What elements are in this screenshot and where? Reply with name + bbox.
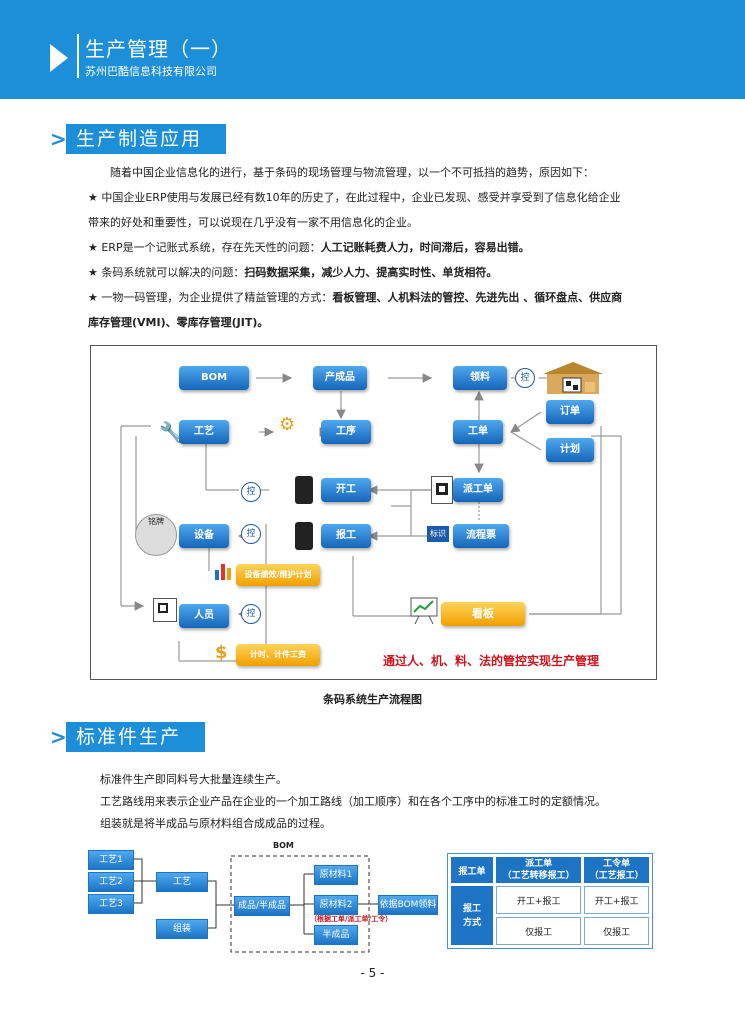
craft-3-box: 工艺3 bbox=[88, 894, 134, 914]
bullet-4-text: ★ 一物一码管理，为企业提供了精益管理的方式： bbox=[88, 291, 333, 304]
nameplate-icon: 铭牌 bbox=[135, 514, 177, 556]
table-header: 报工单 bbox=[451, 857, 493, 883]
section-title-manufacturing: > 生产制造应用 bbox=[50, 124, 235, 154]
bullet-1b: 带来的好处和重要性，可以说现在几乎没有一家不用信息化的企业。 bbox=[88, 216, 418, 229]
bullet-4b-strong: 库存管理(VMI)、零库存管理(JIT)。 bbox=[88, 316, 269, 329]
node-pick: 领料 bbox=[453, 366, 507, 390]
node-workorder: 工单 bbox=[453, 420, 503, 444]
node-start: 开工 bbox=[321, 478, 371, 502]
node-plan: 计划 bbox=[546, 438, 594, 462]
barcode-flow-diagram: BOM 产成品 领料 控 订单 计划 🔧 工艺 ⚙ 工序 工单 控 开工 派工单… bbox=[90, 345, 657, 680]
std-line-3: 组装就是将半成品与原材料组合成成品的过程。 bbox=[100, 817, 331, 830]
craft-1-box: 工艺1 bbox=[88, 850, 134, 870]
intro-paragraphs: 随着中国企业信息化的进行，基于条码的现场管理与物流管理，以一个不可抵挡的趋势，原… bbox=[88, 160, 668, 335]
node-order: 订单 bbox=[546, 400, 594, 424]
control-badge: 控 bbox=[241, 482, 261, 502]
staff-card-icon bbox=[153, 598, 177, 622]
header-triangle-icon bbox=[50, 44, 68, 72]
header-line: 派工单 bbox=[525, 859, 553, 869]
page-number: - 5 - bbox=[360, 966, 385, 980]
section-title-text: 标准件生产 bbox=[66, 722, 206, 752]
node-staff: 人员 bbox=[179, 604, 229, 628]
gears-icon: ⚙ bbox=[279, 414, 296, 435]
bullet-3: ★ 条码系统就可以解决的问题：扫码数据采集，减少人力、提高实时性、单货相符。 bbox=[88, 260, 668, 285]
control-badge: 控 bbox=[241, 604, 261, 624]
std-line-2: 工艺路线用来表示企业产品在企业的一个加工路线（加工顺序）和在各个工序中的标准工时… bbox=[100, 795, 606, 808]
tag-icon: 标识 bbox=[427, 526, 449, 542]
bullet-1a: ★ 中国企业ERP使用与发展已经有数10年的历史了，在此过程中，企业已发现、感受… bbox=[88, 191, 621, 204]
node-ticket: 流程票 bbox=[453, 524, 509, 548]
node-process: 工序 bbox=[321, 420, 371, 444]
bullet-3-strong: 扫码数据采集，减少人力、提高实时性、单货相符。 bbox=[244, 266, 498, 279]
craft-2-box: 工艺2 bbox=[88, 872, 134, 892]
bullet-2-strong: 人工记账耗费人力，时间滞后，容易出错。 bbox=[320, 241, 530, 254]
routing-note: （根据工单/派工单/工令） bbox=[310, 915, 393, 923]
semi-product-box: 成品/半成品 bbox=[234, 896, 290, 916]
node-equip: 设备 bbox=[179, 524, 229, 548]
header-divider bbox=[77, 34, 79, 78]
assembly-box: 组装 bbox=[156, 919, 208, 939]
section-title-text: 生产制造应用 bbox=[66, 124, 227, 154]
table-header: 工令单 （工艺报工） bbox=[584, 857, 649, 883]
row-header-line: 报工 bbox=[462, 903, 481, 914]
standard-paragraphs: 标准件生产即同料号大批量连续生产。 工艺路线用来表示企业产品在企业的一个加工路线… bbox=[100, 769, 680, 835]
bar-chart-icon bbox=[213, 560, 235, 580]
control-badge: 控 bbox=[515, 368, 535, 388]
header-line: （工艺报工） bbox=[589, 871, 644, 881]
header-line: （工艺转移报工） bbox=[502, 871, 575, 881]
section-chevron-icon: > bbox=[50, 127, 67, 151]
table-cell: 开工+报工 bbox=[496, 886, 582, 914]
table-cell: 开工+报工 bbox=[584, 886, 649, 914]
material-1-box: 原材料1 bbox=[314, 865, 358, 885]
report-mode-table: 报工单 派工单 （工艺转移报工） 工令单 （工艺报工） 报工方式 开工+报工 开工+… bbox=[447, 853, 653, 949]
craft-box: 工艺 bbox=[156, 872, 208, 892]
header-company: 苏州巴酷信息科技有限公司 bbox=[85, 65, 217, 78]
bullet-2: ★ ERP是一个记账式系统，存在先天性的问题：人工记账耗费人力，时间滞后，容易出… bbox=[88, 235, 668, 260]
intro-line: 随着中国企业信息化的进行，基于条码的现场管理与物流管理，以一个不可抵挡的趋势，原… bbox=[110, 166, 594, 179]
flow-caption: 条码系统生产流程图 bbox=[323, 693, 422, 706]
header-title: 生产管理（一） bbox=[85, 37, 232, 61]
wage-box: 计时、计件工资 bbox=[236, 644, 320, 666]
node-product: 产成品 bbox=[313, 366, 367, 390]
table-row-header: 报工方式 bbox=[451, 886, 493, 945]
dollar-icon: $ bbox=[215, 642, 228, 663]
node-craft: 工艺 bbox=[179, 420, 229, 444]
kanban-box: 看板 bbox=[441, 602, 525, 626]
bom-label: BOM bbox=[273, 841, 294, 850]
flow-slogan: 通过人、机、料、法的管控实现生产管理 bbox=[383, 654, 600, 668]
table-header: 派工单 （工艺转移报工） bbox=[496, 857, 582, 883]
bullet-4-strong: 看板管理、人机料法的管控、先进先出 、循环盘点、供应商 bbox=[332, 291, 623, 304]
routing-diagram: BOM 工艺1 工艺2 工艺3 工艺 组装 成品/半成品 原材料1 原材料2 半… bbox=[88, 840, 448, 960]
kanban-board-icon bbox=[409, 596, 439, 625]
control-badge: 控 bbox=[241, 524, 261, 544]
routing-connectors bbox=[132, 855, 378, 953]
page-header: 生产管理（一） 苏州巴酷信息科技有限公司 bbox=[0, 0, 745, 99]
nameplate-label: 铭牌 bbox=[148, 517, 164, 526]
table-cell: 仅报工 bbox=[496, 917, 582, 945]
tag-label: 标识 bbox=[430, 529, 446, 538]
node-bom: BOM bbox=[179, 366, 249, 390]
equip-perf-box: 设备绩效/维护计划 bbox=[236, 564, 320, 586]
half-product-box: 半成品 bbox=[314, 925, 358, 945]
bullet-4b: 库存管理(VMI)、零库存管理(JIT)。 bbox=[88, 310, 668, 335]
bullet-2-text: ★ ERP是一个记账式系统，存在先天性的问题： bbox=[88, 241, 321, 254]
section-chevron-icon: > bbox=[50, 725, 67, 749]
document-icon bbox=[431, 476, 453, 504]
header-line: 工令单 bbox=[603, 859, 631, 869]
material-2-box: 原材料2 bbox=[314, 895, 358, 915]
node-dispatch: 派工单 bbox=[453, 478, 503, 502]
table-cell: 仅报工 bbox=[584, 917, 649, 945]
bullet-3-text: ★ 条码系统就可以解决的问题： bbox=[88, 266, 245, 279]
pick-by-bom-box: 依据BOM领料 bbox=[378, 895, 438, 915]
warehouse-icon bbox=[541, 360, 605, 394]
scanner-icon bbox=[295, 522, 313, 550]
std-line-1: 标准件生产即同料号大批量连续生产。 bbox=[100, 773, 287, 786]
row-header-line: 方式 bbox=[462, 917, 481, 928]
section-title-standard: > 标准件生产 bbox=[50, 722, 235, 752]
flow-connectors bbox=[120, 373, 622, 662]
scanner-icon bbox=[295, 476, 313, 504]
bullet-4: ★ 一物一码管理，为企业提供了精益管理的方式：看板管理、人机料法的管控、先进先出… bbox=[88, 285, 668, 310]
node-report: 报工 bbox=[321, 524, 371, 548]
